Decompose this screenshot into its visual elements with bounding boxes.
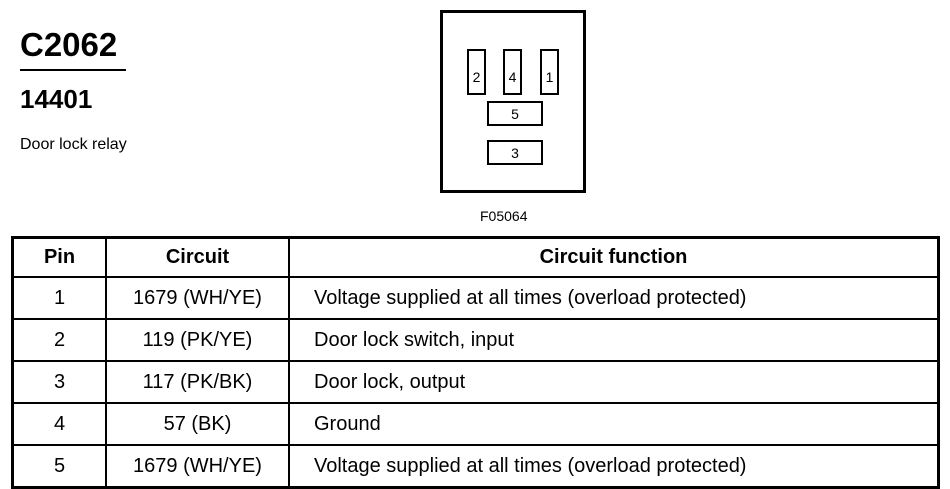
circuit-cell: 119 (PK/YE) xyxy=(105,318,290,362)
pin-cell: 5 xyxy=(11,444,107,489)
table-row: 4 57 (BK) Ground xyxy=(11,402,940,446)
cavity-2: 2 xyxy=(467,49,486,95)
circuit-cell: 1679 (WH/YE) xyxy=(105,444,290,489)
pin-cell: 4 xyxy=(11,402,107,446)
table-row: 5 1679 (WH/YE) Voltage supplied at all t… xyxy=(11,444,940,489)
table-header-row: Pin Circuit Circuit function xyxy=(11,236,940,278)
table-row: 3 117 (PK/BK) Door lock, output xyxy=(11,360,940,404)
column-header-circuit-function: Circuit function xyxy=(288,236,940,278)
connector-face-diagram: 2 4 1 5 3 xyxy=(440,10,586,193)
table-row: 1 1679 (WH/YE) Voltage supplied at all t… xyxy=(11,276,940,320)
function-cell: Door lock switch, input xyxy=(288,318,940,362)
column-header-pin: Pin xyxy=(11,236,107,278)
connector-description: Door lock relay xyxy=(20,136,127,153)
circuit-cell: 1679 (WH/YE) xyxy=(105,276,290,320)
table-row: 2 119 (PK/YE) Door lock switch, input xyxy=(11,318,940,362)
cavity-1: 1 xyxy=(540,49,559,95)
circuit-cell: 57 (BK) xyxy=(105,402,290,446)
connector-id: C2062 xyxy=(20,26,118,63)
function-cell: Door lock, output xyxy=(288,360,940,404)
pin-cell: 3 xyxy=(11,360,107,404)
cavity-3: 3 xyxy=(487,140,543,165)
cavity-5: 5 xyxy=(487,101,543,126)
figure-code: F05064 xyxy=(480,208,528,224)
pinout-table: Pin Circuit Circuit function 1 1679 (WH/… xyxy=(11,236,940,489)
title-underline xyxy=(20,69,126,71)
function-cell: Ground xyxy=(288,402,940,446)
column-header-circuit: Circuit xyxy=(105,236,290,278)
circuit-cell: 117 (PK/BK) xyxy=(105,360,290,404)
cavity-4: 4 xyxy=(503,49,522,95)
part-number: 14401 xyxy=(20,84,93,114)
function-cell: Voltage supplied at all times (overload … xyxy=(288,444,940,489)
pin-cell: 1 xyxy=(11,276,107,320)
pin-cell: 2 xyxy=(11,318,107,362)
function-cell: Voltage supplied at all times (overload … xyxy=(288,276,940,320)
